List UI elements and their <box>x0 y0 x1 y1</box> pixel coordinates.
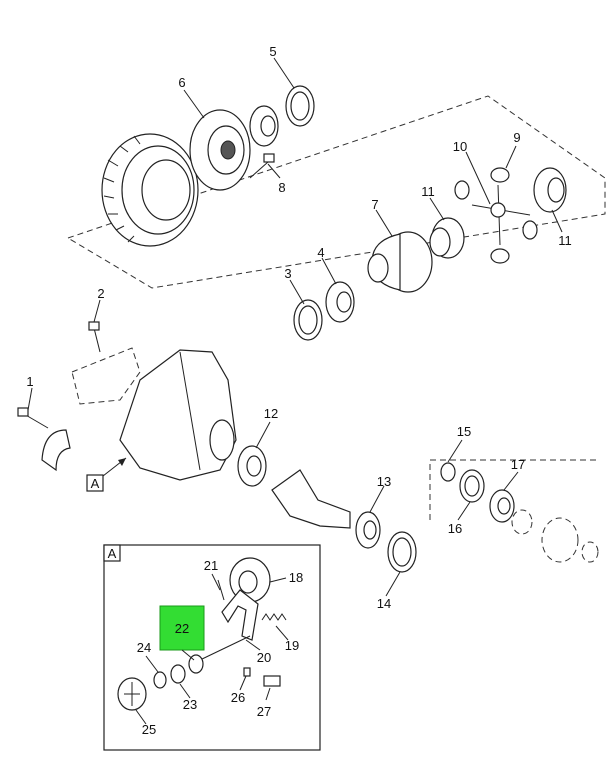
differential-subassembly-outline <box>66 95 606 289</box>
cap-bolt <box>17 407 49 429</box>
drive-pinion <box>271 469 351 529</box>
side-gear-right <box>533 167 567 213</box>
pinion-cup-front <box>459 469 485 503</box>
callout-2: 2 <box>97 286 104 301</box>
callout-16: 16 <box>448 521 462 536</box>
callout-20: 20 <box>257 650 271 665</box>
bearing-cap-outline <box>71 347 141 405</box>
view-a-reference: A <box>86 457 127 492</box>
callout-27: 27 <box>257 704 271 719</box>
callout-7: 7 <box>371 197 378 212</box>
bearing-cone-upper <box>249 105 279 147</box>
callout-24: 24 <box>137 640 151 655</box>
inset-view-a <box>103 544 321 751</box>
air-cylinder-cover <box>117 677 147 711</box>
callout-26: 26 <box>231 690 245 705</box>
carrier-housing <box>119 349 237 481</box>
callout-21: 21 <box>204 558 218 573</box>
callout-22: 22 <box>175 621 189 636</box>
callout-15: 15 <box>457 424 471 439</box>
svg-text:A: A <box>91 476 100 491</box>
inset-view-label: A <box>103 544 121 562</box>
side-gear-left <box>429 217 465 259</box>
carrier-bolt <box>88 321 101 353</box>
callout-8: 8 <box>278 180 285 195</box>
callout-labels: 1 2 3 4 5 6 7 8 9 10 11 11 12 13 14 15 1… <box>26 44 571 737</box>
callout-10: 10 <box>453 139 467 154</box>
ring-gear <box>101 133 199 247</box>
svg-text:A: A <box>108 546 117 561</box>
callout-5: 5 <box>269 44 276 59</box>
bearing-cup-lower <box>293 299 323 341</box>
callout-19: 19 <box>285 638 299 653</box>
sensor-switch <box>263 675 281 687</box>
spacer-ring <box>440 462 456 482</box>
shaft-seal <box>188 654 204 674</box>
callout-25: 25 <box>142 722 156 737</box>
shift-pin <box>217 579 225 601</box>
callout-1: 1 <box>26 374 33 389</box>
o-ring-small <box>153 671 167 689</box>
callout-18: 18 <box>289 570 303 585</box>
pinion-gear-left <box>454 180 470 200</box>
pinion-gear-bottom <box>490 248 510 264</box>
part-22-highlight <box>159 605 205 651</box>
pinion-cage-outline <box>429 459 600 520</box>
yoke-assembly <box>511 509 599 563</box>
callout-17: 17 <box>511 457 525 472</box>
callout-4: 4 <box>317 245 324 260</box>
callout-14: 14 <box>377 596 391 611</box>
shift-shaft <box>199 635 251 661</box>
bearing-cup-upper <box>285 85 315 127</box>
pinion-gear-right <box>522 220 538 240</box>
callout-13: 13 <box>377 474 391 489</box>
case-bolt <box>249 153 275 179</box>
pinion-bearing-cup <box>387 531 417 573</box>
callout-6: 6 <box>178 75 185 90</box>
shift-spring <box>261 613 287 621</box>
differential-spider <box>471 184 531 246</box>
callout-11-left: 11 <box>421 184 435 199</box>
callout-9: 9 <box>513 130 520 145</box>
bearing-cap <box>41 429 71 472</box>
shift-fork <box>221 589 259 641</box>
differential-case <box>367 231 433 293</box>
callout-12: 12 <box>264 406 278 421</box>
pinion-cone-front <box>489 489 515 523</box>
pinion-gear-top <box>490 167 510 183</box>
o-ring-large <box>170 664 186 684</box>
callout-11-right: 11 <box>558 233 572 248</box>
differential-case-half <box>189 109 251 191</box>
pinion-bearing-cone <box>355 511 381 549</box>
pinion-bearing-rear <box>237 445 267 487</box>
callout-3: 3 <box>284 266 291 281</box>
breather-fitting <box>243 667 251 677</box>
callout-23: 23 <box>183 697 197 712</box>
bearing-cone-lower <box>325 281 355 323</box>
leader-lines <box>27 57 563 725</box>
